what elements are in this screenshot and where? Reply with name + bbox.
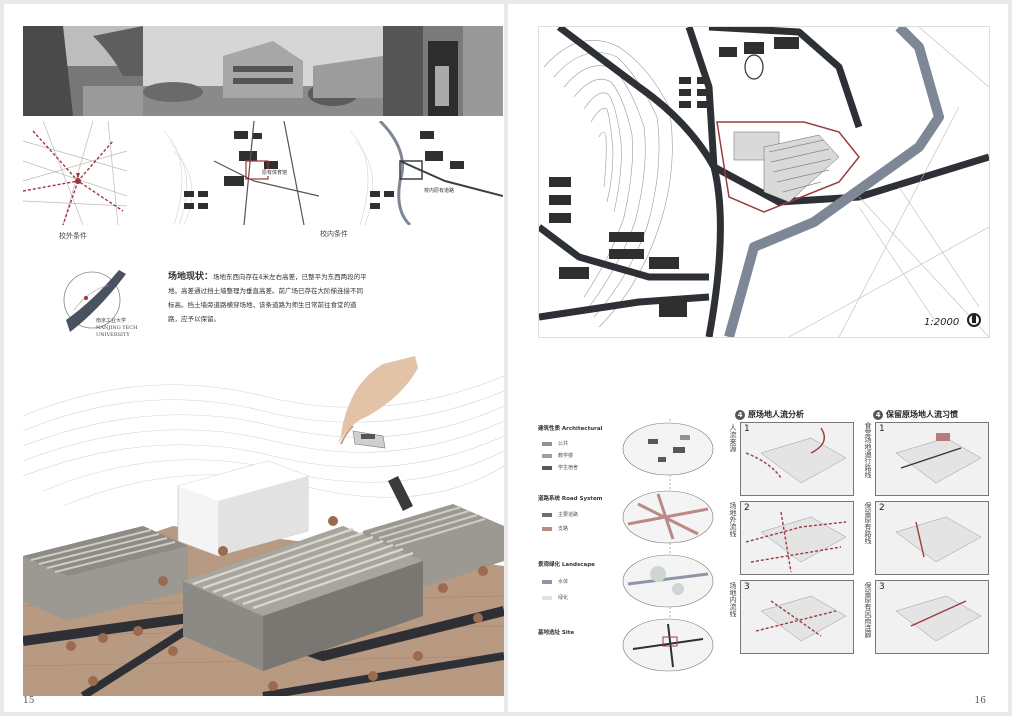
flow-right-label-3: 保留原有风雨连廊 [864,582,872,638]
gym-tag: 原有体育馆 [261,169,289,176]
flow-right-label-1: 食堂场地通行路线 [864,422,872,478]
flow-panel-left-1: 1 [740,422,854,496]
layer-title-road: 道路系统 Road System [538,496,603,502]
site-text: 场地东西向存在4米左右高差，已整平为东西两段的平地。高差通过挡土墙整理为垂直高差… [168,273,367,323]
off-campus-map [23,121,127,225]
campus-map-roads: 校内原有道路 [350,121,503,225]
layer-title-architectural: 建筑性质 Architectural [538,426,603,432]
flow-left-badge: 4 [735,410,745,420]
university-logo: 南京工业大学 NANJING TECH UNIVERSITY [54,260,154,352]
legend-public: 公共 [542,440,568,447]
layer-stack [618,409,718,679]
logo-cn: 南京工业大学 [96,318,127,324]
site-photo-1 [23,26,143,116]
site-photo-3 [383,26,503,116]
flow-right-label-2: 保留原有路线 [864,502,872,544]
axonometric-model [22,356,506,700]
logo-en2: UNIVERSITY [96,332,130,338]
off-campus-caption: 校外条件 [59,232,87,240]
logo-en1: NANJING TECH [96,325,138,331]
flow-panel-right-3: 3 [875,580,989,654]
page-number-left: 15 [23,696,35,706]
site-photo-2 [143,26,383,116]
page-number-right: 16 [974,696,986,706]
legend-teaching: 教学楼 [542,452,573,459]
on-campus-caption: 校内条件 [320,230,348,238]
right-page: 1:2000 建筑性质 Architectural 公共 教学楼 学生宿舍 道路… [508,4,1008,712]
campus-map-gym: 原有体育馆 [164,121,319,225]
scale-label: 1:2000 [924,317,960,328]
layer-title-site: 基地选址 Site [538,630,575,636]
legend-water: 水体 [542,578,568,585]
analysis-layers: 建筑性质 Architectural 公共 教学楼 学生宿舍 道路系统 Road… [538,412,738,672]
flow-panel-left-3: 3 [740,580,854,654]
flow-right-badge: 4 [873,410,883,420]
legend-branch-road: 支路 [542,525,568,532]
flow-left-label-3: 场地内流线 [729,582,737,617]
master-plan: 1:2000 [538,26,990,338]
flow-left-label-2: 场地外流线 [729,502,737,537]
layer-title-landscape: 景观绿化 Landscape [538,562,595,568]
flow-left-label-1: 人流来源 [729,424,737,452]
site-title: 场地现状： [168,272,214,282]
legend-main-road: 主要道路 [542,511,578,518]
site-description: 场地现状：场地东西向存在4米左右高差，已整平为东西两段的平地。高差通过挡土墙整理… [168,270,368,326]
legend-green: 绿化 [542,594,568,601]
legend-dorm: 学生宿舍 [542,464,578,471]
flow-panel-right-2: 2 [875,501,989,575]
north-arrow-icon [967,313,981,327]
left-page: 校外条件 原有体育馆 [4,4,506,712]
flow-panel-left-2: 2 [740,501,854,575]
roads-tag: 校内原有道路 [423,187,456,194]
flow-panel-right-1: 1 [875,422,989,496]
